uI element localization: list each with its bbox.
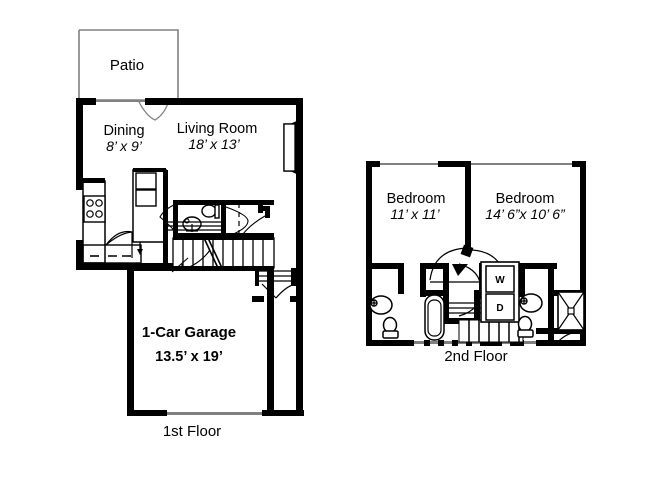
entry-door-group — [252, 268, 303, 302]
garage-walls — [127, 266, 304, 416]
first-floor-label: 1st Floor — [163, 423, 221, 440]
dining-room-dimensions: 8’ x 9’ — [106, 138, 143, 154]
living-room-dimensions: 18’ x 13’ — [188, 136, 240, 152]
bath-2-sink-icon — [519, 293, 543, 313]
hall-door-swing-2-icon — [555, 331, 581, 345]
garage-label: 1-Car Garage — [142, 324, 236, 341]
washer-label: W — [495, 275, 505, 286]
bath-1-toilet-icon — [382, 316, 399, 339]
powder-room-group — [159, 200, 274, 238]
hall-door-swing-icon — [181, 249, 211, 271]
patio-door-swing-icon — [137, 99, 170, 121]
dining-room-label: Dining — [103, 123, 144, 139]
powder-room-toilet-icon — [201, 204, 220, 219]
dryer-label: D — [496, 303, 503, 314]
second-floor-staircase — [458, 319, 524, 343]
dryer-icon — [485, 293, 515, 321]
bedroom-divider-wall — [465, 161, 471, 248]
first-floor-group: Patio Dining 8’ x 9’ Living Room 18’ x 1… — [76, 29, 304, 440]
refrigerator-icon — [132, 168, 168, 265]
bathtub-icon — [424, 294, 445, 341]
bay-window-icon — [283, 118, 303, 177]
patio-label: Patio — [110, 57, 144, 74]
kitchen-range-icon — [83, 195, 106, 223]
bedroom-2-dimensions: 14’ 6”x 10’ 6” — [485, 206, 566, 222]
second-floor-label: 2nd Floor — [444, 348, 507, 365]
first-floor-staircase — [172, 236, 275, 271]
bedroom-1-dimensions: 11’ x 11’ — [390, 206, 440, 222]
garage-dimensions: 13.5’ x 19’ — [155, 349, 223, 365]
bedroom-1-label: Bedroom — [387, 191, 446, 207]
linen-closet-icon — [557, 291, 585, 331]
stair-railing-icon — [168, 221, 222, 231]
bath-1-fixtures — [369, 294, 445, 341]
bedroom-2-label: Bedroom — [496, 191, 555, 207]
bath-2-fixtures — [517, 293, 543, 338]
living-room-label: Living Room — [177, 121, 258, 137]
bath-1-sink-icon — [369, 295, 393, 315]
entry-door-swing-icon — [275, 283, 299, 299]
washer-icon — [485, 265, 515, 293]
kitchen-counter-group — [82, 178, 142, 264]
powder-room-sink-icon — [182, 216, 202, 232]
bath-2-toilet-icon — [517, 315, 534, 338]
second-floor-group: W D — [366, 161, 586, 365]
laundry-stack-group: W D — [452, 261, 520, 323]
